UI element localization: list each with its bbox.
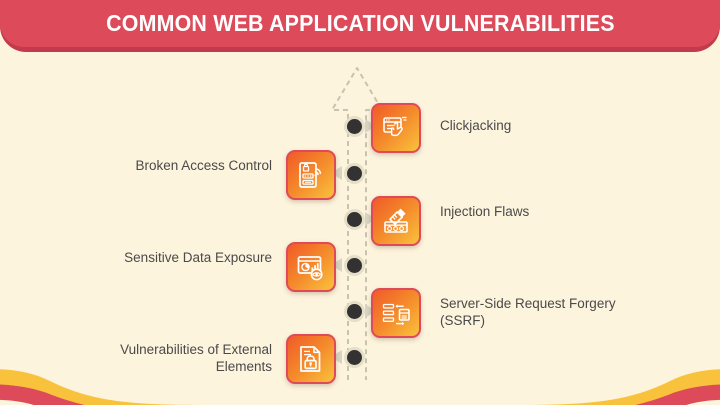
timeline-dot [347,212,362,227]
connector-arrow-clickjacking [365,119,376,133]
label-broken-access-control: Broken Access Control [135,158,272,173]
syringe-injection-icon [384,208,408,233]
label-external-elements: Vulnerabilities of External Elements [60,341,272,375]
timeline-dot [347,350,362,365]
timeline-dot [347,258,362,273]
icon-tile-external-elements[interactable] [286,334,336,384]
page-title: COMMON WEB APPLICATION VULNERABILITIES [105,10,615,36]
connector-arrow-ssrf [365,304,376,318]
icon-tile-clickjacking[interactable] [371,103,421,153]
access-panel-lock-icon [299,162,322,188]
connector-arrow-data-exposure [331,258,342,272]
connector-arrow-broken-access [331,166,342,180]
document-padlock-icon [300,346,321,372]
label-external-elements-line1: Vulnerabilities of External [120,342,272,357]
server-transfer-arrows-icon [382,303,410,326]
connector-arrow-external-elem [331,350,342,364]
label-ssrf-line2: (SSRF) [440,313,485,328]
bottom-right-swoosh-decoration [520,369,720,405]
timeline-dot [347,304,362,319]
label-clickjacking: Clickjacking [440,118,512,133]
timeline-dot [347,166,362,181]
header-banner: COMMON WEB APPLICATION VULNERABILITIES [0,0,720,47]
label-ssrf: Server-Side Request Forgery (SSRF) [440,295,660,329]
timeline-arrow [326,62,388,382]
icon-tile-injection-flaws[interactable] [371,196,421,246]
label-sensitive-data-exposure: Sensitive Data Exposure [124,250,272,265]
label-ssrf-line1: Server-Side Request Forgery [440,296,616,311]
icon-tile-ssrf[interactable] [371,288,421,338]
icon-tile-sensitive-data-exposure[interactable] [286,242,336,292]
icon-tile-broken-access-control[interactable] [286,150,336,200]
connector-arrow-injection [365,212,376,226]
label-external-elements-line2: Elements [215,359,272,374]
label-injection-flaws: Injection Flaws [440,204,530,219]
dashboard-chart-eye-icon [297,256,323,281]
browser-cursor-click-icon [383,116,407,137]
timeline-dot [347,119,362,134]
